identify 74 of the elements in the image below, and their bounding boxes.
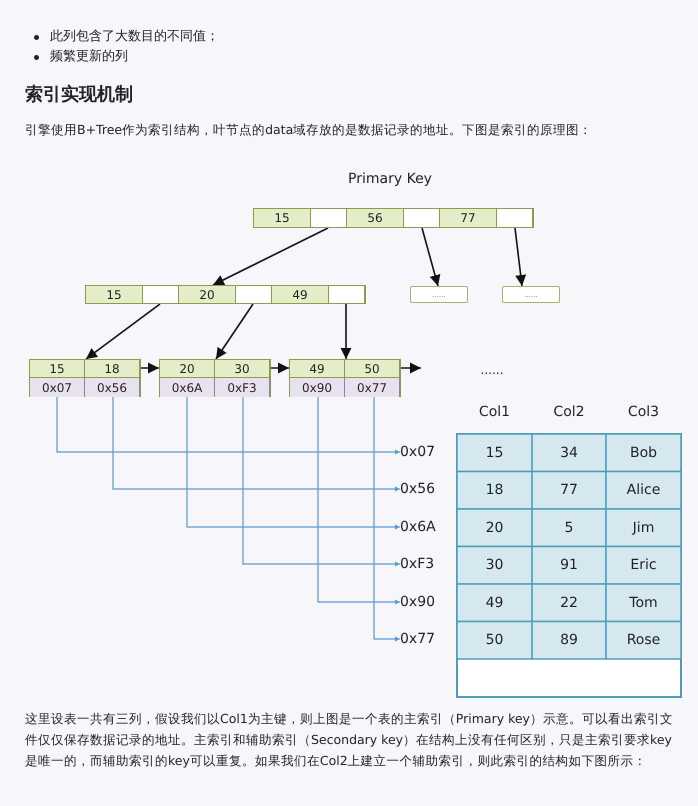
arrow [86, 303, 160, 360]
list-item: 频繁更新的列 [50, 48, 129, 66]
btree-node [253, 208, 534, 228]
arrow [340, 304, 352, 359]
table-cell-text: 34 [559, 444, 579, 463]
address-label: 0x77 [400, 629, 444, 649]
address-cell: 0x90 [290, 378, 345, 397]
arrow [401, 362, 421, 374]
paragraph: 引擎使用B+Tree作为索引结构，叶节点的data域存放的是数据记录的地址。下图是索引的原理图： [25, 121, 594, 139]
paragraph: 这里设表一共有三列，假设我们以Col1为主键，则上图是一个表的主索引（Primary key）示意。可以看出索引文件仅仅保存数据记录的地址。主索引和辅助索引（Secondary key）在结构上没有任何区别，只是主索引要求key是唯一的，而辅助索引的key可以重复。如果我们在Col2上建立一个辅助索引，则此索引的结构如下图所示： [25, 710, 674, 770]
table-cell-text: 77 [559, 481, 579, 500]
pointer-line [112, 397, 400, 492]
arrow [215, 304, 254, 360]
pointer-line [242, 397, 400, 566]
btree-node [410, 286, 468, 303]
key-cell: 15 [86, 286, 143, 303]
leaf-node [289, 359, 401, 397]
pointer-line [317, 397, 400, 604]
pointer-line [373, 397, 400, 642]
address-label: 0x56 [400, 479, 444, 499]
ellipsis-text: ...... [480, 362, 504, 379]
key-cell: 15 [30, 360, 85, 378]
table-cell-text: Alice [626, 481, 662, 500]
table-cell-text: 5 [564, 518, 574, 538]
arrow [421, 228, 440, 286]
btree-node [85, 285, 366, 304]
key-caption: Primary Key [347, 170, 433, 189]
column-header: Col2 [552, 403, 586, 422]
arrow [212, 227, 328, 286]
key-cell: 49 [272, 286, 329, 303]
list-item: 此列包含了大数目的不同值； [50, 28, 220, 46]
table-cell-text: Tom [628, 594, 659, 613]
column-header: Col1 [478, 403, 512, 422]
address-cell: 0x56 [85, 378, 140, 397]
leaf-node [29, 359, 141, 397]
address-label: 0x6A [400, 517, 444, 537]
pointer-line [186, 397, 400, 530]
table-cell-text: 49 [484, 594, 504, 613]
key-cell: 56 [347, 209, 404, 227]
key-cell: 20 [179, 286, 236, 303]
table-cell-text: Bob [628, 444, 658, 463]
table-cell-text: 91 [559, 556, 579, 576]
key-cell: 77 [440, 209, 497, 227]
arrow [514, 228, 526, 286]
section-heading: 索引实现机制 [25, 83, 134, 107]
table-cell-text: 89 [559, 631, 579, 650]
address-cell: 0x77 [345, 378, 400, 397]
address-cell: 0xF3 [215, 378, 270, 397]
table-cell-text: 15 [484, 444, 504, 463]
address-label: 0xF3 [400, 554, 444, 574]
key-cell: 20 [160, 360, 215, 378]
table-cell-text: 50 [484, 631, 504, 650]
address-cell: 0x6A [160, 378, 215, 397]
address-cell: 0x07 [30, 378, 85, 397]
key-cell: 18 [85, 360, 140, 378]
key-cell: 15 [254, 209, 311, 227]
key-cell: 49 [290, 360, 345, 378]
arrow [141, 362, 159, 374]
column-header: Col3 [626, 403, 660, 422]
leaf-node [159, 359, 271, 397]
table-cell-text: Eric [629, 556, 658, 576]
table-cell-text: 18 [484, 481, 504, 500]
table-cell-text: Rose [626, 631, 662, 650]
address-label: 0x90 [400, 592, 444, 612]
pointer-line [56, 397, 400, 454]
table-cell-text: Jim [630, 518, 656, 538]
arrow [271, 362, 289, 374]
address-label: 0x07 [400, 442, 444, 462]
table-cell-text: 20 [484, 518, 504, 538]
table-cell-text: 30 [484, 556, 504, 576]
key-cell: 30 [215, 360, 270, 378]
key-cell: 50 [345, 360, 400, 378]
table-cell-text: 22 [559, 594, 579, 613]
btree-node [502, 286, 560, 303]
